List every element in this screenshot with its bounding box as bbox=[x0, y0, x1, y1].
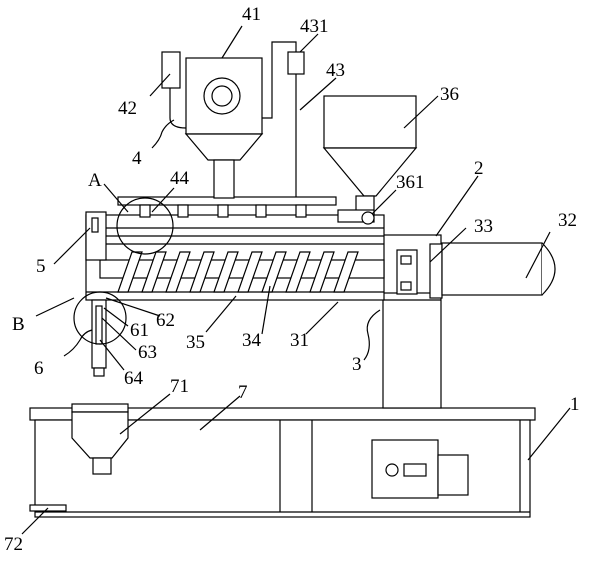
leader-lines bbox=[21, 25, 571, 535]
label-41: 41 bbox=[242, 4, 261, 25]
detail-circle-a bbox=[116, 197, 174, 255]
label-62: 62 bbox=[156, 310, 175, 331]
label-71: 71 bbox=[170, 376, 189, 397]
label-1: 1 bbox=[570, 394, 580, 415]
label-36: 36 bbox=[440, 84, 459, 105]
label-6: 6 bbox=[34, 358, 44, 379]
label-44: 44 bbox=[170, 168, 190, 189]
label-4: 4 bbox=[132, 148, 142, 169]
end-plate bbox=[85, 211, 107, 261]
label-5: 5 bbox=[36, 256, 46, 277]
spray-manifold bbox=[117, 196, 337, 218]
screw-flights bbox=[117, 251, 359, 293]
reference-labels: 41 431 42 43 36 4 44 A 361 2 33 32 5 B 6… bbox=[4, 4, 580, 555]
label-35: 35 bbox=[186, 332, 205, 353]
label-2: 2 bbox=[474, 158, 484, 179]
label-a: A bbox=[88, 170, 102, 191]
label-64: 64 bbox=[124, 368, 144, 389]
collection-hopper bbox=[71, 403, 129, 475]
feed-hopper bbox=[322, 95, 418, 225]
gear-housing bbox=[382, 234, 443, 299]
valve bbox=[262, 41, 305, 197]
label-43: 43 bbox=[326, 60, 345, 81]
label-7: 7 bbox=[238, 382, 248, 403]
label-32: 32 bbox=[558, 210, 577, 231]
label-61: 61 bbox=[130, 320, 149, 341]
label-3: 3 bbox=[352, 354, 362, 375]
detail-circle-b bbox=[73, 291, 127, 345]
control-box bbox=[371, 439, 469, 499]
label-34: 34 bbox=[242, 330, 262, 351]
label-361: 361 bbox=[396, 172, 425, 193]
pump bbox=[161, 51, 187, 129]
label-42: 42 bbox=[118, 98, 137, 119]
mixing-tank bbox=[184, 57, 264, 199]
label-72: 72 bbox=[4, 534, 23, 555]
label-63: 63 bbox=[138, 342, 157, 363]
motor bbox=[441, 242, 556, 296]
adjusting-rod bbox=[91, 299, 107, 377]
label-b: B bbox=[12, 314, 25, 335]
screw-shaft bbox=[99, 259, 385, 279]
label-31: 31 bbox=[290, 330, 309, 351]
label-431: 431 bbox=[300, 16, 329, 37]
label-33: 33 bbox=[474, 216, 493, 237]
